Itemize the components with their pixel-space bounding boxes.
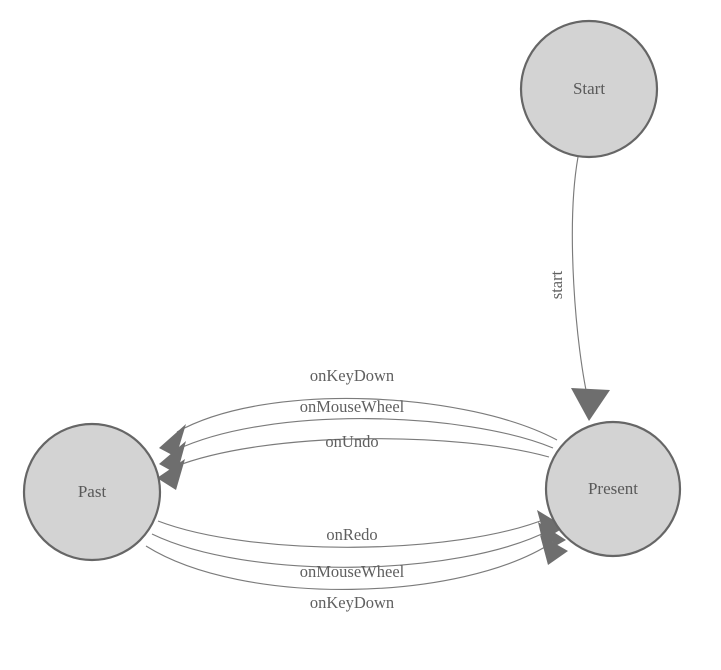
edge-present-past-3-arrowhead xyxy=(157,459,185,490)
edge-present-past-3-path xyxy=(173,438,550,468)
edge-past-present-3-path xyxy=(145,541,554,590)
node-past-circle xyxy=(22,422,162,562)
node-present-label: Present xyxy=(588,479,638,498)
node-present[interactable]: Present xyxy=(544,420,682,558)
node-past-label: Past xyxy=(78,482,107,501)
edge-label-past-present-3: onKeyDown xyxy=(310,593,394,612)
node-start-circle xyxy=(519,19,659,159)
edge-present-past-onkeydown[interactable]: onKeyDown xyxy=(159,366,558,457)
node-present-circle xyxy=(544,420,682,558)
edge-past-present-1-path xyxy=(157,517,549,548)
edge-past-present-3-arrowhead xyxy=(540,535,568,565)
edge-past-present-onkeydown[interactable]: onKeyDown xyxy=(145,535,568,612)
edge-label-past-present-1: onRedo xyxy=(326,525,377,544)
edge-present-past-2-path xyxy=(175,418,554,451)
edge-present-past-onundo[interactable]: onUndo xyxy=(157,432,550,490)
edge-start-present[interactable]: start xyxy=(547,156,610,421)
edge-past-present-onredo[interactable]: onRedo xyxy=(157,510,565,548)
edge-start-present-path xyxy=(571,156,590,405)
node-start[interactable]: Start xyxy=(519,19,659,159)
edge-start-present-arrowhead xyxy=(571,388,610,421)
edge-present-past-1-arrowhead xyxy=(159,424,186,457)
edge-present-past-1-path xyxy=(176,397,558,441)
edge-label-start: start xyxy=(547,270,566,299)
node-start-label: Start xyxy=(573,79,605,98)
edge-label-past-present-2: onMouseWheel xyxy=(300,562,405,581)
edge-past-present-2-path xyxy=(151,529,551,568)
edge-label-present-past-3: onUndo xyxy=(325,432,378,451)
edge-label-present-past-1: onKeyDown xyxy=(310,366,394,385)
edge-present-past-onmousewheel[interactable]: onMouseWheel xyxy=(159,397,554,474)
node-past[interactable]: Past xyxy=(22,422,162,562)
edge-label-present-past-2: onMouseWheel xyxy=(300,397,405,416)
